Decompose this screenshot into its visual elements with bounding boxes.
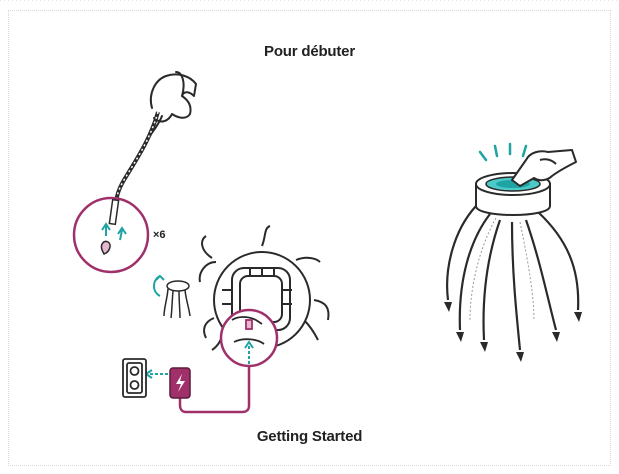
power-adapter-icon	[170, 368, 190, 398]
title-english: Getting Started	[0, 428, 619, 445]
cable-magnify-circle	[74, 198, 148, 272]
hand-icon	[150, 72, 196, 136]
glowing-hub-icon	[444, 144, 582, 362]
cable-icon	[115, 112, 158, 210]
multiplier-label: ×6	[153, 229, 166, 241]
small-jellyfish-icon	[154, 276, 190, 318]
wall-outlet-icon	[123, 359, 146, 397]
